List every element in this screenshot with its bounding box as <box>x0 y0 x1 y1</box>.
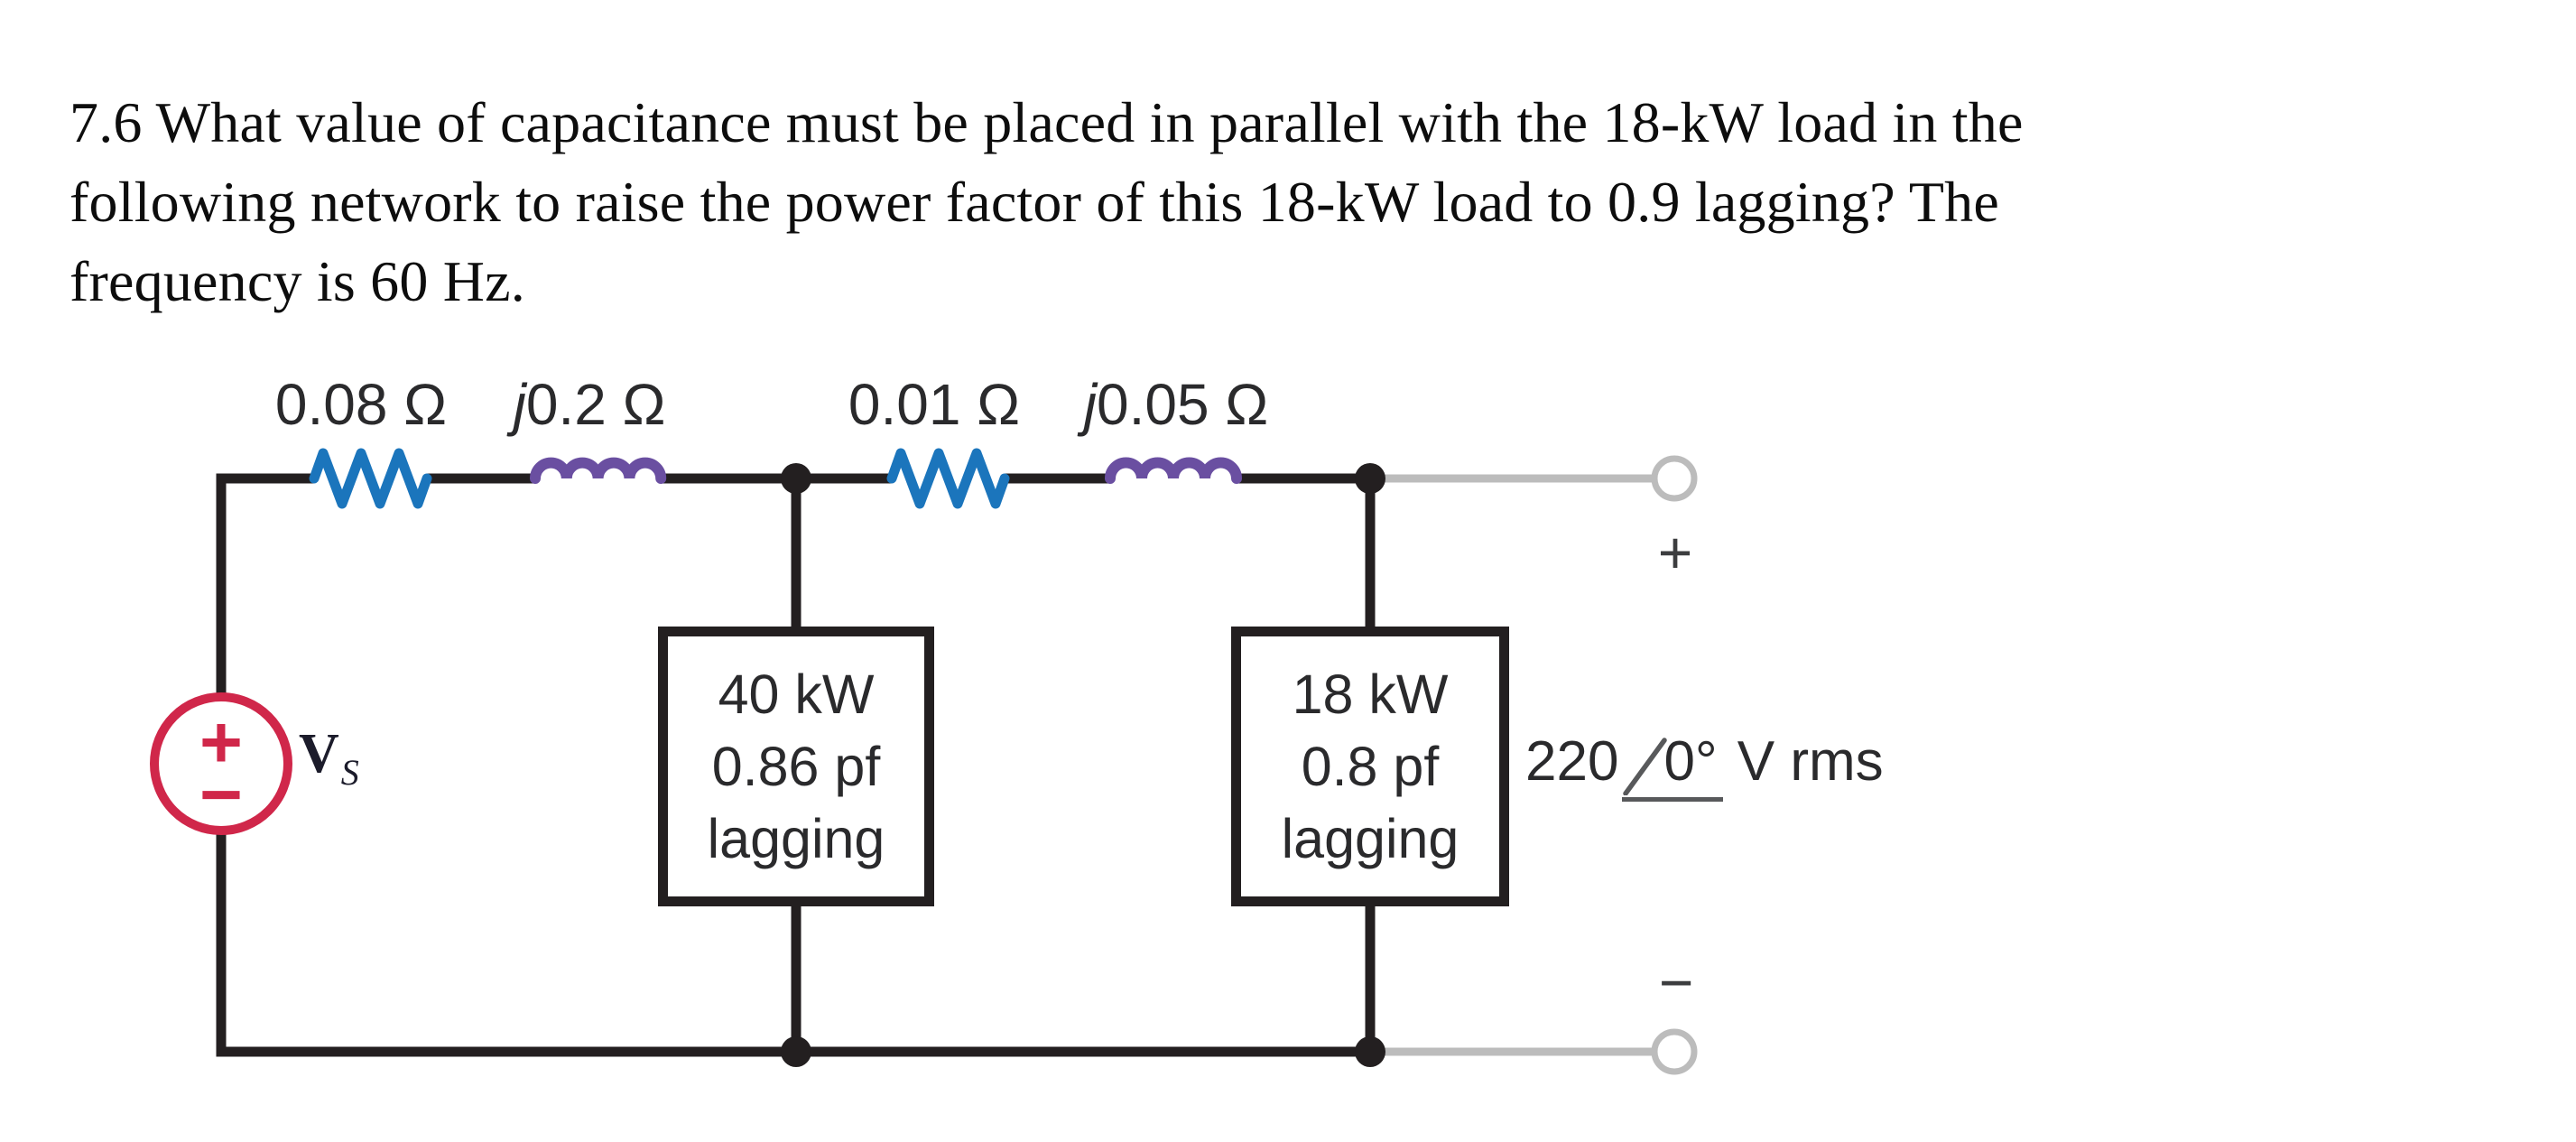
load2-pf: 0.8 pf <box>1301 736 1440 797</box>
load1-pf: 0.86 pf <box>711 736 881 797</box>
wire-top-left <box>216 473 314 697</box>
resistor1-symbol <box>309 448 432 509</box>
terminal-circle-top <box>1651 455 1698 502</box>
terminal-circle-bottom <box>1651 1028 1698 1075</box>
resistor2-symbol <box>886 448 1010 509</box>
resistor1-label: 0.08 Ω <box>274 372 448 437</box>
node-dot-top-2 <box>1355 463 1385 494</box>
voltage-source-circle <box>150 692 292 835</box>
output-voltage-label: 220 0° V rms <box>1525 729 1884 802</box>
source-plus-sign: + <box>199 701 243 784</box>
load1-power: 40 kW <box>718 664 875 725</box>
phasor-angle: 0° <box>1622 729 1723 802</box>
load1-mode: lagging <box>707 808 885 869</box>
problem-statement: 7.6 What value of capacitance must be pl… <box>69 83 2024 321</box>
load2-power: 18 kW <box>1292 664 1449 725</box>
inductor2-label: j0.05 Ω <box>1083 372 1269 437</box>
terminal-minus-sign: − <box>1658 949 1694 1016</box>
node-dot-bottom-2 <box>1355 1036 1385 1067</box>
source-minus-sign: − <box>199 754 243 836</box>
resistor2-label: 0.01 Ω <box>848 372 1021 437</box>
inductor2-symbol <box>1105 457 1242 484</box>
inductor1-symbol <box>530 457 667 484</box>
voltage-angle: 0° <box>1663 730 1718 793</box>
voltage-unit: V rms <box>1737 730 1884 793</box>
load-box-18kw: 18 kW 0.8 pf lagging <box>1231 627 1509 906</box>
problem-line-3: frequency is 60 Hz. <box>69 249 525 313</box>
terminal-plus-sign: + <box>1657 519 1693 586</box>
node-dot-top-1 <box>781 463 811 494</box>
node-dot-bottom-1 <box>781 1036 811 1067</box>
source-label: VS <box>299 723 359 793</box>
inductor1-label: j0.2 Ω <box>513 372 666 437</box>
wire-bottom <box>216 831 1376 1057</box>
voltage-magnitude: 220 <box>1525 730 1619 793</box>
problem-line-2: following network to raise the power fac… <box>69 170 1999 234</box>
angle-slash-icon <box>1623 738 1668 795</box>
load-box-40kw: 40 kW 0.86 pf lagging <box>658 627 934 906</box>
load2-mode: lagging <box>1281 808 1459 869</box>
problem-line-1: 7.6 What value of capacitance must be pl… <box>69 90 2024 154</box>
